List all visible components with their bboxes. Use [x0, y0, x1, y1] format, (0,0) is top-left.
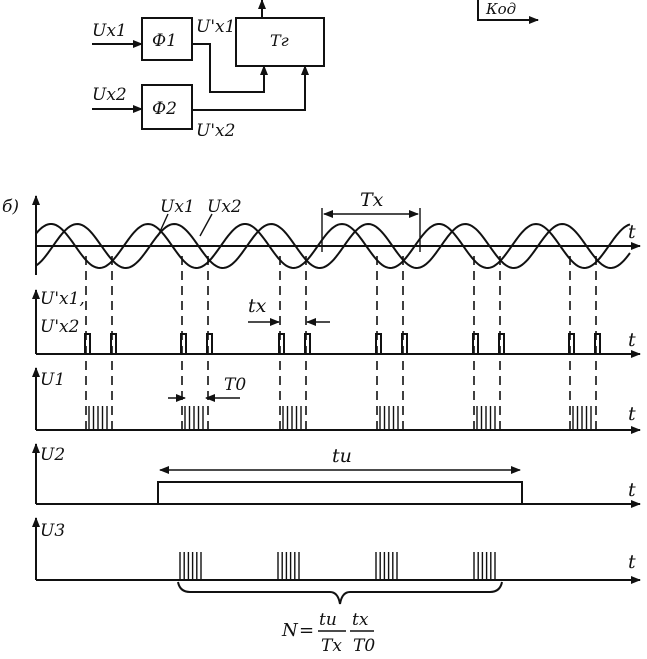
code-output-wire [477, 0, 539, 24]
shaped-pulse [594, 333, 601, 354]
u1-burst [379, 406, 399, 430]
formula-den2: T0 [353, 636, 375, 656]
shaped-pulse [110, 333, 117, 354]
u3-burst [179, 552, 202, 580]
count-formula: N = tи Tx tx T0 [281, 610, 375, 656]
u3-bursts [179, 552, 496, 580]
sine-ux1 [35, 222, 631, 270]
u3-burst [277, 552, 300, 580]
formula-n: N [281, 620, 299, 641]
t-label-4: t [628, 479, 636, 501]
shaped-pulse [498, 333, 505, 354]
u2-label: U2 [40, 445, 65, 465]
u1-bursts [88, 406, 592, 430]
out1-label: U'x1 [196, 17, 235, 37]
u1-burst [184, 406, 204, 430]
u3-burst [473, 552, 496, 580]
input2-label: Ux2 [92, 85, 127, 105]
timing-diagram: б) t t [2, 189, 641, 656]
shaped-pulse [401, 333, 408, 354]
shaped-pulse [304, 333, 311, 354]
dashed-guides [85, 256, 597, 430]
shaped-pulse [206, 333, 213, 354]
u1-burst [476, 406, 496, 430]
trigger-block [235, 17, 325, 67]
panel-label: б) [2, 197, 19, 217]
t0-label: T0 [224, 375, 246, 395]
count-brace [177, 581, 503, 605]
u1-burst [572, 406, 592, 430]
u1-burst [282, 406, 302, 430]
shaper2-label: Ф2 [152, 99, 177, 119]
shaped-pulse [278, 333, 285, 354]
sine2-label: Ux2 [207, 197, 242, 217]
formula-den1: Tx [321, 636, 342, 656]
t-label-2: t [628, 329, 636, 351]
u1-burst [88, 406, 108, 430]
code-label: Код [485, 0, 516, 18]
shaped-pulse [568, 333, 575, 354]
out1-wire [192, 43, 268, 93]
u1-label: U1 [40, 370, 65, 390]
shaped-pulse [180, 333, 187, 354]
out2-label: U'x2 [196, 121, 235, 141]
pulses-label-b: U'x2 [40, 317, 79, 337]
u3-label: U3 [40, 521, 65, 541]
t-label-5: t [628, 551, 636, 573]
input1-label: Ux1 [92, 21, 127, 41]
formula-num1: tи [319, 610, 337, 630]
period-label: Tx [360, 189, 384, 211]
formula-num2: tx [352, 610, 369, 630]
pulses-label-a: U'x1, [40, 289, 85, 309]
trigger-label: Тг [270, 31, 289, 50]
formula-eq: = [299, 620, 314, 641]
shaped-pulses [84, 333, 601, 354]
out2-wire [192, 65, 309, 111]
shaped-pulse [84, 333, 91, 354]
shaped-pulse [375, 333, 382, 354]
block-diagram: Ux1 Ux2 Ф1 Ф2 Тг U'x1 U'x2 Код [92, 0, 539, 141]
gate-pulse [36, 481, 523, 505]
shaper1-label: Ф1 [152, 31, 177, 51]
sine2-leader [199, 213, 213, 237]
t-label-3: t [628, 403, 636, 425]
gate-label: tи [332, 445, 352, 467]
sine1-label: Ux1 [160, 197, 195, 217]
shaper1-block [141, 17, 193, 61]
sine1-leader [157, 213, 169, 237]
t-label-1: t [628, 221, 636, 243]
sine-ux2 [35, 222, 631, 270]
shaped-pulse [472, 333, 479, 354]
delay-label: tx [248, 295, 267, 317]
u3-burst [375, 552, 398, 580]
